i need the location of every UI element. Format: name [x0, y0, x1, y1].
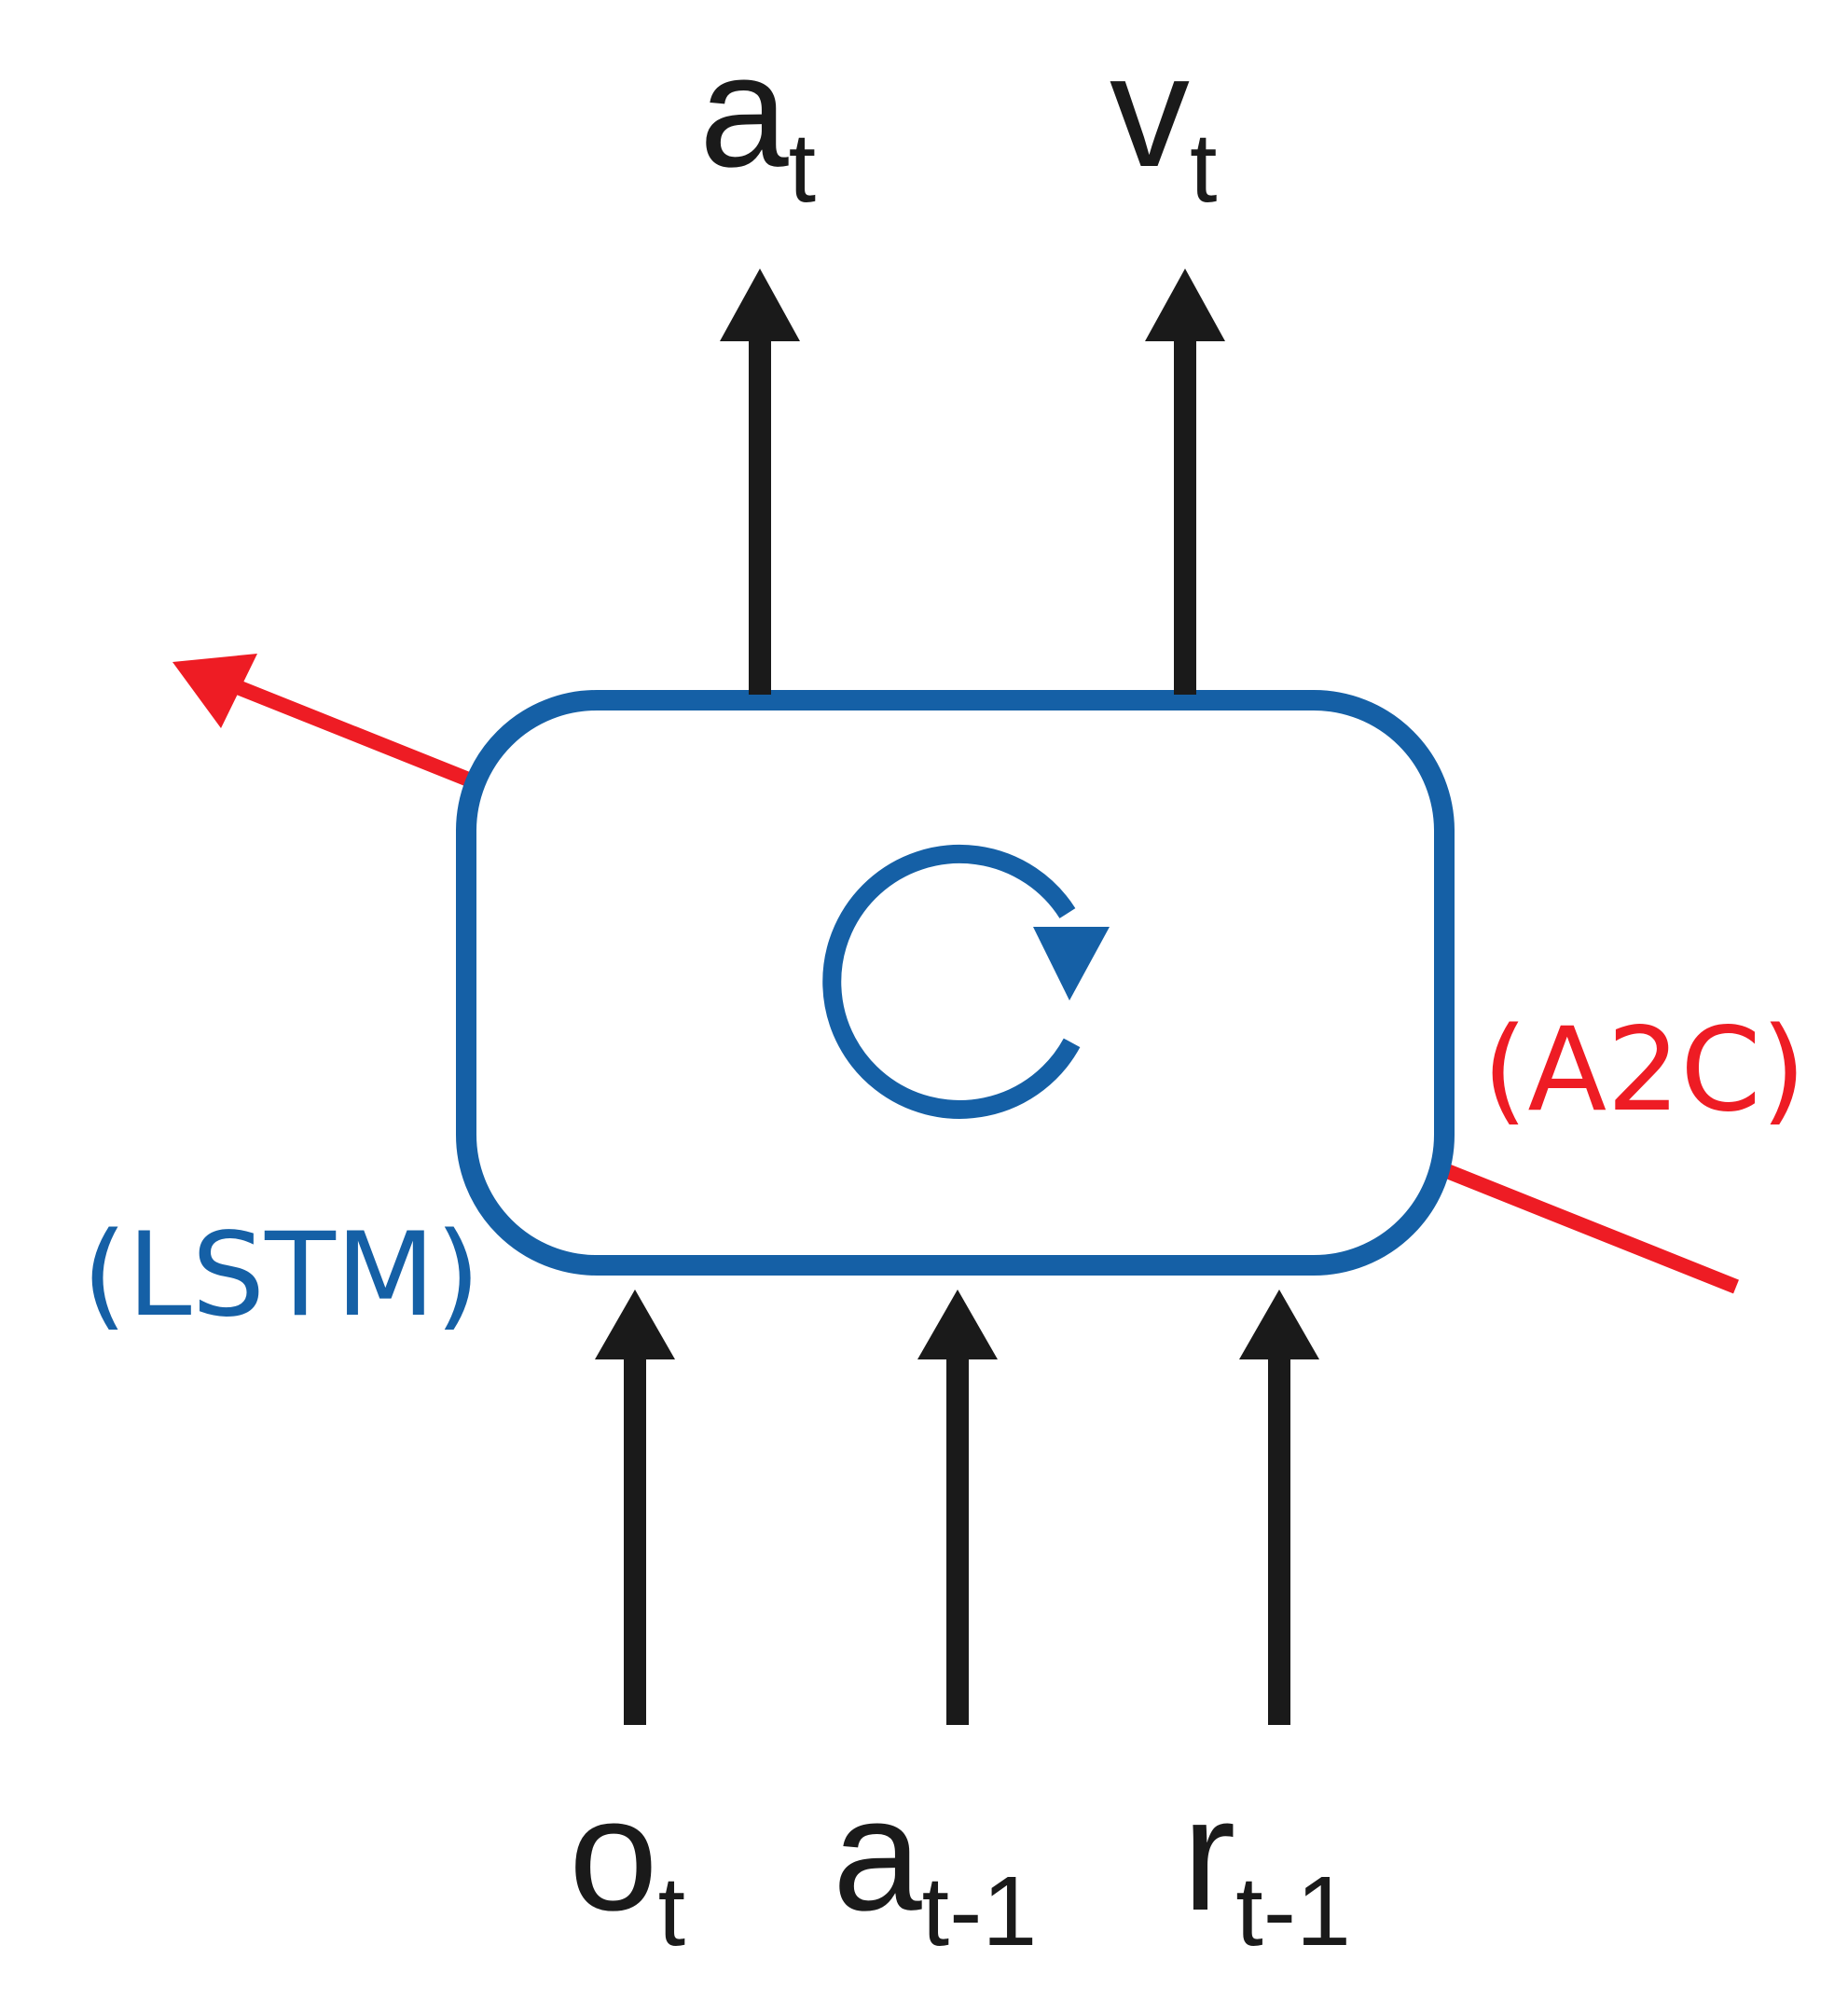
- lstm-label: (LSTM): [82, 1208, 480, 1343]
- output-arrow-value: [1145, 269, 1225, 695]
- input-label-prev-action: at-1: [833, 1765, 1037, 1966]
- input-observation-subscript: t: [658, 1856, 685, 1966]
- circular-arrow-icon: [822, 844, 1110, 1119]
- output-arrow-action: [720, 269, 800, 695]
- input-prev-reward-subscript: t-1: [1235, 1856, 1351, 1966]
- input-label-prev-reward: rt-1: [1182, 1765, 1351, 1966]
- input-prev-reward-symbol: r: [1182, 1765, 1235, 1944]
- a2c-label: (A2C): [1483, 1003, 1806, 1138]
- input-prev-action-symbol: a: [833, 1765, 922, 1944]
- output-label-value: vt: [1110, 21, 1217, 223]
- input-prev-action-subscript: t-1: [922, 1856, 1038, 1966]
- output-action-subscript: t: [789, 113, 816, 223]
- a2c-arrowhead: [172, 654, 257, 728]
- output-label-action: at: [699, 21, 816, 223]
- input-label-observation: ot: [569, 1765, 685, 1966]
- input-arrow-prev-action: [917, 1290, 998, 1725]
- output-value-subscript: t: [1190, 113, 1217, 223]
- output-value-symbol: v: [1110, 21, 1190, 200]
- input-observation-symbol: o: [569, 1765, 658, 1944]
- lstm-core-box: [456, 690, 1455, 1276]
- input-arrow-observation: [595, 1290, 675, 1725]
- output-action-symbol: a: [699, 21, 789, 200]
- input-arrow-prev-reward: [1239, 1290, 1319, 1725]
